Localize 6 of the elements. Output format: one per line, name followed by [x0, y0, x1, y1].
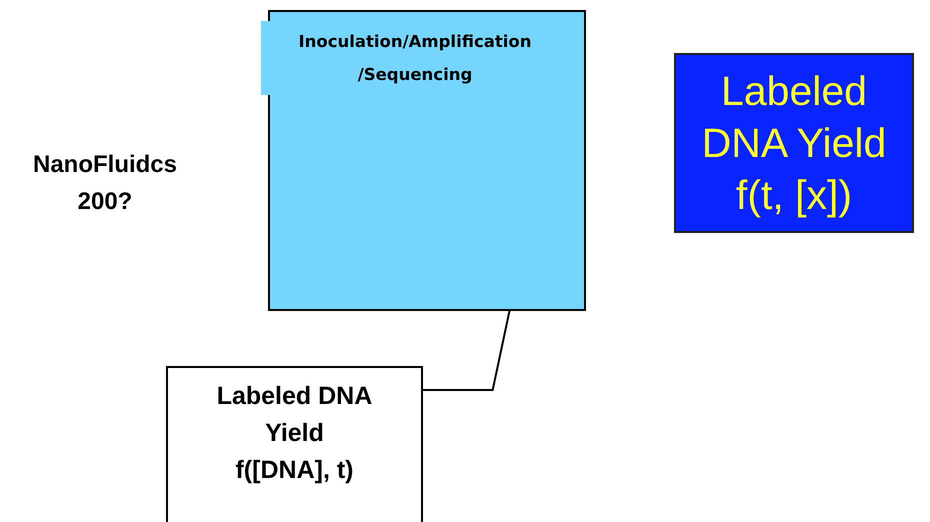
result-box — [166, 366, 423, 522]
result-box — [674, 53, 914, 233]
box-text: Labeled DNA Yield f([DNA], t) — [216, 381, 374, 486]
box-text: Labeled DNA Yield f(t, [x]) — [700, 67, 888, 220]
side-note: NanoFluidcs 200? — [32, 150, 178, 217]
connector-line — [422, 310, 511, 391]
